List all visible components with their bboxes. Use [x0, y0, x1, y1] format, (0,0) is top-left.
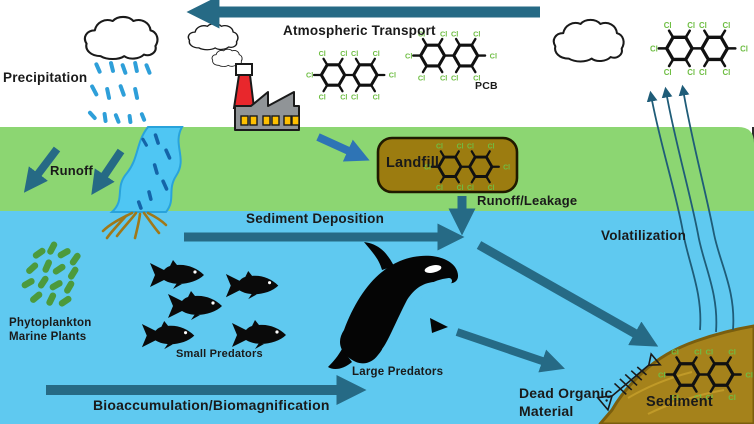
- rain-icon: [87, 61, 152, 124]
- deposition-to-sediment-arrow: [476, 241, 659, 347]
- dead-organic-material-label-line2: Material: [519, 403, 574, 419]
- volatilization-arrows: [646, 84, 735, 333]
- river-icon: [109, 126, 184, 213]
- sediment-deposition-label: Sediment Deposition: [246, 211, 385, 226]
- orca-to-dead-organic-arrow: [455, 328, 565, 373]
- atmospheric-transport-label: Atmospheric Transport: [283, 23, 436, 38]
- landfill-box: [376, 136, 519, 194]
- phytoplankton-label: Phytoplankton: [9, 317, 92, 329]
- dead-organic-material-label-line1: Dead Organic: [519, 385, 613, 401]
- runoff-arrow: [91, 148, 125, 195]
- large-predators-label: Large Predators: [352, 366, 444, 378]
- orca-icon: [328, 242, 459, 370]
- runoff-leakage-label: Runoff/Leakage: [477, 193, 578, 208]
- pcb-label: PCB: [475, 80, 498, 92]
- runoff-arrow: [23, 146, 61, 193]
- factory-to-landfill-arrow: [316, 133, 370, 162]
- factory-icon: [187, 23, 300, 131]
- factory-windows: [240, 115, 300, 126]
- volatilization-label: Volatilization: [601, 228, 687, 243]
- sediment-label: Sediment: [646, 394, 713, 410]
- landfill-label: Landfill: [386, 155, 440, 171]
- runoff-label: Runoff: [50, 163, 94, 178]
- river-delta-icon: [101, 211, 168, 240]
- marine-plants-label: Marine Plants: [9, 331, 87, 343]
- phytoplankton-icon: [21, 241, 81, 307]
- small-predators-label: Small Predators: [176, 348, 263, 360]
- precipitation-label: Precipitation: [3, 70, 88, 85]
- fish-skeleton-icon: [596, 352, 662, 412]
- bioaccumulation-label: Bioaccumulation/Biomagnification: [93, 397, 330, 413]
